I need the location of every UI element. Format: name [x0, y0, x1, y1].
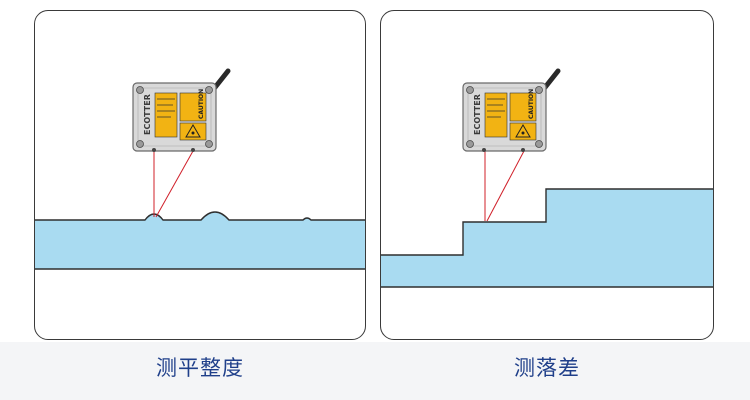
- laser-beam-receive: [486, 150, 525, 222]
- sensor-brand-text: ECOTTER: [473, 94, 482, 135]
- footer-band: [0, 342, 750, 400]
- flatness-diagram: ECOTTER CAUTION: [35, 68, 365, 270]
- step-height-diagram: ECOTTER CAUTION: [381, 68, 713, 288]
- stepped-surface: [381, 189, 713, 287]
- laser-sensor-icon: ECOTTER CAUTION: [132, 68, 231, 152]
- flatness-caption: 测平整度: [156, 356, 244, 380]
- flatness-panel: ECOTTER CAUTION: [34, 10, 366, 340]
- laser-warning-icon: [185, 124, 201, 138]
- step-height-panel: ECOTTER CAUTION: [380, 10, 714, 340]
- step-top-edge: [381, 188, 713, 256]
- sensor-brand-text: ECOTTER: [143, 94, 152, 135]
- laser-warning-icon: [515, 124, 531, 138]
- uneven-surface: [35, 212, 365, 269]
- step-height-caption: 测落差: [514, 356, 580, 380]
- laser-sensor-icon: ECOTTER CAUTION: [462, 68, 561, 152]
- surface-top-edge: [35, 211, 365, 221]
- laser-beam-receive: [155, 150, 194, 218]
- sensor-caution-text: CAUTION: [528, 89, 535, 119]
- sensor-caution-text: CAUTION: [198, 89, 205, 119]
